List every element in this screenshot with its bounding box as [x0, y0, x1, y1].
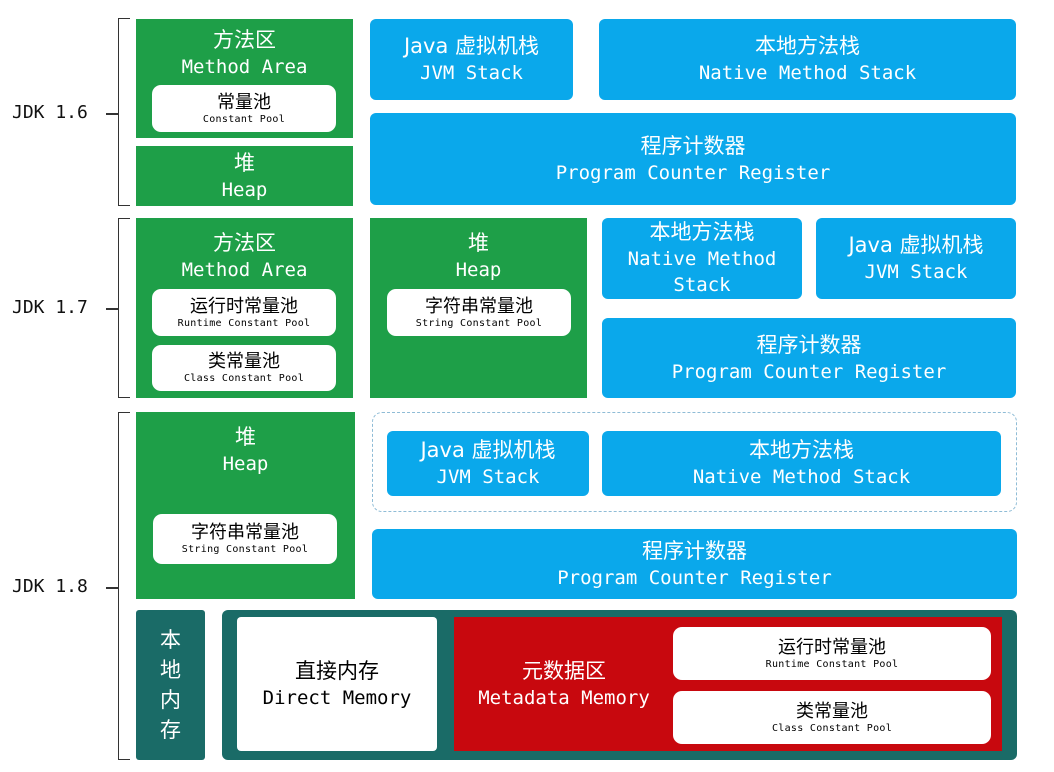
- jdk17-pc: 程序计数器 Program Counter Register: [602, 318, 1016, 398]
- jdk18-native-stack-zh: 本地方法栈: [749, 438, 854, 462]
- jdk18-native-stack-en: Native Method Stack: [692, 466, 911, 488]
- jdk18-runtime-pool: 运行时常量池 Runtime Constant Pool: [673, 627, 991, 680]
- jdk17-string-pool: 字符串常量池 String Constant Pool: [387, 289, 571, 336]
- jdk17-jvm-stack: Java 虚拟机栈 JVM Stack: [816, 218, 1016, 299]
- jdk18-heap-zh: 堆: [235, 425, 256, 449]
- jdk18-heap: 堆 Heap: [136, 412, 355, 599]
- jdk17-native-stack-en: Native Method Stack: [627, 248, 777, 296]
- jdk17-method-area-en: Method Area: [181, 259, 308, 281]
- jdk17-runtime-pool: 运行时常量池 Runtime Constant Pool: [152, 289, 336, 336]
- jdk16-tick: [106, 113, 118, 115]
- jdk18-jvm-stack-en: JVM Stack: [436, 466, 540, 488]
- jdk17-heap-en: Heap: [455, 259, 502, 281]
- jdk18-jvm-stack: Java 虚拟机栈 JVM Stack: [387, 431, 589, 496]
- jdk18-native-stack: 本地方法栈 Native Method Stack: [602, 431, 1001, 496]
- jdk16-native-stack-en: Native Method Stack: [698, 62, 917, 84]
- jdk17-runtime-pool-zh: 运行时常量池: [190, 295, 298, 317]
- jdk18-local-memory: 本地内存: [136, 610, 205, 760]
- jdk18-class-pool-en: Class Constant Pool: [771, 722, 893, 734]
- jdk18-metadata-en: Metadata Memory: [478, 686, 650, 709]
- jdk18-pc-zh: 程序计数器: [642, 538, 747, 563]
- jdk16-pc-en: Program Counter Register: [555, 161, 831, 184]
- jdk16-jvm-stack: Java 虚拟机栈 JVM Stack: [370, 19, 573, 100]
- jdk16-jvm-stack-en: JVM Stack: [420, 62, 523, 84]
- jdk18-tick: [106, 587, 118, 589]
- jdk17-tick: [106, 308, 118, 310]
- jdk16-jvm-stack-zh: Java 虚拟机栈: [403, 34, 540, 58]
- jdk17-class-pool-zh: 类常量池: [208, 351, 280, 372]
- jdk17-pc-zh: 程序计数器: [756, 332, 862, 357]
- jdk17-jvm-stack-en: JVM Stack: [864, 261, 968, 283]
- jdk18-metadata-zh: 元数据区: [522, 658, 606, 683]
- jdk17-class-pool-en: Class Constant Pool: [183, 373, 305, 384]
- jdk17-class-pool: 类常量池 Class Constant Pool: [152, 345, 336, 391]
- jdk16-native-stack: 本地方法栈 Native Method Stack: [599, 19, 1016, 100]
- jdk16-bracket: [118, 18, 130, 206]
- jdk16-constant-pool-zh: 常量池: [217, 91, 271, 113]
- jdk17-bracket: [118, 218, 130, 398]
- jdk17-string-pool-zh: 字符串常量池: [425, 295, 533, 317]
- jdk16-heap: 堆 Heap: [136, 146, 353, 206]
- jdk18-class-pool: 类常量池 Class Constant Pool: [673, 691, 991, 744]
- jdk16-pc-zh: 程序计数器: [640, 133, 746, 158]
- jdk17-label: JDK 1.7: [12, 297, 88, 318]
- jdk17-method-area-zh: 方法区: [213, 231, 276, 255]
- jdk18-pc: 程序计数器 Program Counter Register: [372, 529, 1017, 599]
- jdk16-constant-pool-en: Constant Pool: [202, 113, 286, 125]
- jdk18-direct-memory-zh: 直接内存: [295, 658, 379, 683]
- jdk18-string-pool: 字符串常量池 String Constant Pool: [153, 514, 337, 564]
- jdk18-runtime-pool-en: Runtime Constant Pool: [765, 658, 899, 670]
- jdk18-bracket: [118, 412, 130, 760]
- jdk18-local-memory-zh: 本地内存: [160, 628, 181, 742]
- jdk18-pc-en: Program Counter Register: [557, 566, 832, 589]
- jdk17-heap-zh: 堆: [468, 231, 489, 255]
- jdk16-heap-zh: 堆: [234, 150, 255, 175]
- jdk18-class-pool-zh: 类常量池: [796, 700, 868, 722]
- jdk16-method-area-zh: 方法区: [213, 28, 276, 52]
- jdk18-string-pool-en: String Constant Pool: [181, 544, 309, 555]
- jdk17-native-stack: 本地方法栈 Native Method Stack: [602, 218, 802, 299]
- jdk16-constant-pool: 常量池 Constant Pool: [152, 85, 336, 132]
- jdk17-native-stack-zh: 本地方法栈: [649, 220, 755, 244]
- jdk16-pc: 程序计数器 Program Counter Register: [370, 113, 1016, 205]
- jdk18-thread-private-group: [372, 412, 1017, 512]
- jdk18-label: JDK 1.8: [12, 576, 88, 597]
- jdk17-string-pool-en: String Constant Pool: [415, 317, 543, 329]
- jdk16-method-area-en: Method Area: [181, 56, 308, 78]
- jdk18-jvm-stack-zh: Java 虚拟机栈: [420, 438, 556, 462]
- jdk17-pc-en: Program Counter Register: [671, 360, 947, 383]
- jdk18-metadata-title: 元数据区 Metadata Memory: [474, 658, 654, 711]
- jdk17-runtime-pool-en: Runtime Constant Pool: [177, 317, 311, 329]
- jdk18-runtime-pool-zh: 运行时常量池: [778, 636, 886, 658]
- jdk16-heap-en: Heap: [221, 178, 268, 201]
- jdk18-direct-memory: 直接内存 Direct Memory: [237, 617, 437, 751]
- jdk16-label: JDK 1.6: [12, 102, 88, 123]
- jdk16-native-stack-zh: 本地方法栈: [755, 34, 860, 58]
- jdk17-jvm-stack-zh: Java 虚拟机栈: [848, 233, 984, 257]
- jdk18-direct-memory-en: Direct Memory: [262, 686, 412, 709]
- jdk18-string-pool-zh: 字符串常量池: [191, 522, 299, 543]
- jdk18-heap-en: Heap: [222, 453, 269, 475]
